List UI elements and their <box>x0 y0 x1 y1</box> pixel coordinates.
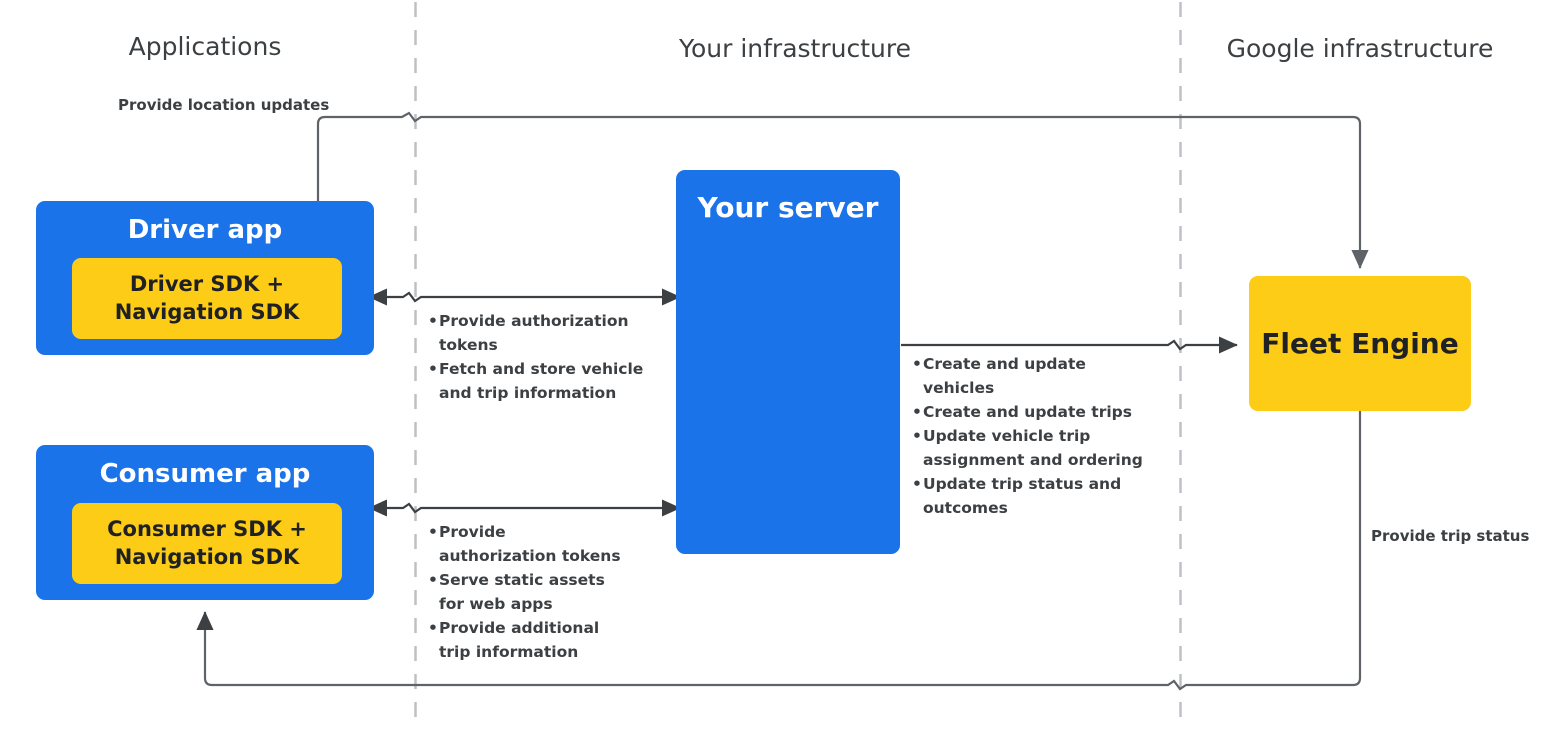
list-item: Fetch and store vehicle and trip informa… <box>428 357 653 405</box>
list-item: Update trip status and outcomes <box>912 472 1162 520</box>
driver-sdk-box[interactable]: Driver SDK + Navigation SDK <box>72 258 342 339</box>
consumer-sdk-box[interactable]: Consumer SDK + Navigation SDK <box>72 503 342 584</box>
driver-app-box[interactable]: Driver app Driver SDK + Navigation SDK <box>36 201 374 355</box>
bullets-consumer-to-server: Provide authorization tokens Serve stati… <box>428 520 628 664</box>
list-item: Serve static assets for web apps <box>428 568 628 616</box>
zone-title-google-infrastructure: Google infrastructure <box>1226 34 1494 63</box>
edge-location-updates <box>316 111 1369 269</box>
list-item: Update vehicle trip assignment and order… <box>912 424 1162 472</box>
zone-title-applications: Applications <box>128 32 282 61</box>
edge-driver-to-server-line <box>381 291 668 303</box>
list-item: Provide additional trip information <box>428 616 628 664</box>
your-server-box[interactable]: Your server <box>676 170 900 554</box>
list-item: Create and update vehicles <box>912 352 1162 400</box>
edge-server-to-fleet-engine <box>901 336 1238 354</box>
fleet-engine-title: Fleet Engine <box>1261 327 1459 360</box>
consumer-sdk-label: Consumer SDK + Navigation SDK <box>107 516 307 569</box>
driver-app-title: Driver app <box>127 215 283 245</box>
edge-label-location-updates: Provide location updates <box>118 96 330 114</box>
list-item: Create and update trips <box>912 400 1162 424</box>
fleet-engine-box[interactable]: Fleet Engine <box>1249 276 1471 411</box>
edge-consumer-to-server-line <box>381 502 668 514</box>
edge-label-trip-status: Provide trip status <box>1371 527 1530 545</box>
consumer-app-title: Consumer app <box>99 459 311 489</box>
edge-trip-status <box>196 411 1362 691</box>
zone-title-your-infrastructure: Your infrastructure <box>679 34 911 63</box>
list-item: Provide authorization tokens <box>428 309 653 357</box>
consumer-app-box[interactable]: Consumer app Consumer SDK + Navigation S… <box>36 445 374 600</box>
your-server-title: Your server <box>697 191 879 224</box>
list-item: Provide authorization tokens <box>428 520 628 568</box>
bullets-driver-to-server: Provide authorization tokens Fetch and s… <box>428 309 653 405</box>
bullets-server-to-fleet-engine: Create and update vehicles Create and up… <box>912 352 1162 520</box>
driver-sdk-label: Driver SDK + Navigation SDK <box>114 271 300 324</box>
